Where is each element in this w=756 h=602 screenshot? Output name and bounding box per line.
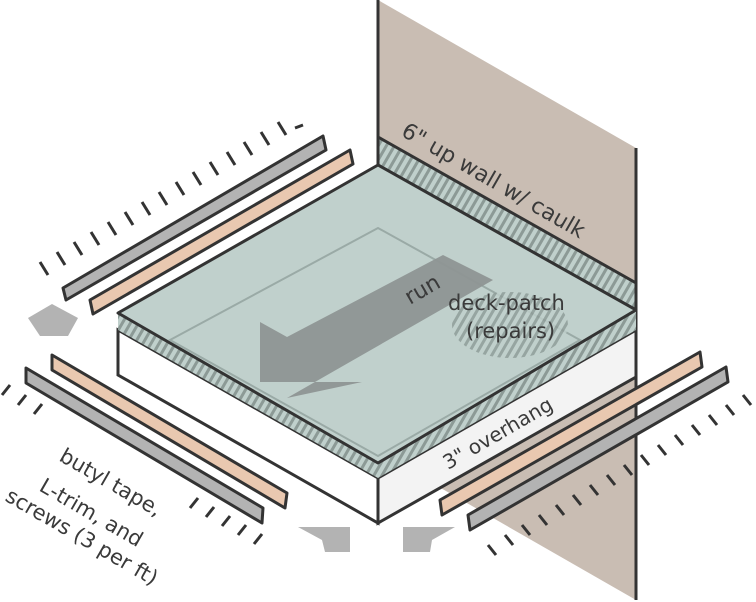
l-trim-strip-bottom-right (466, 365, 730, 532)
screw-ticks (0, 121, 753, 556)
l-trim-strip-bottom-left (24, 366, 265, 525)
butyl-tape-top-left (88, 148, 355, 316)
install-arrow-bottom-left (298, 527, 350, 552)
run-arrow (260, 255, 493, 398)
butyl-tape-bottom-left (50, 353, 289, 510)
box-right-face (376, 327, 638, 526)
butyl-tape-bottom-right (438, 350, 704, 517)
l-trim-strip-top-left (61, 134, 328, 302)
deck-patch-label: deck-patch (448, 291, 565, 315)
deck-patch-label-2: (repairs) (466, 319, 555, 343)
install-arrow-left (28, 304, 78, 336)
overhang-left-edge (118, 313, 378, 478)
install-arrow-bottom-right (403, 527, 455, 552)
overhang-right-edge (378, 310, 636, 478)
deck-patch-area (452, 292, 568, 358)
